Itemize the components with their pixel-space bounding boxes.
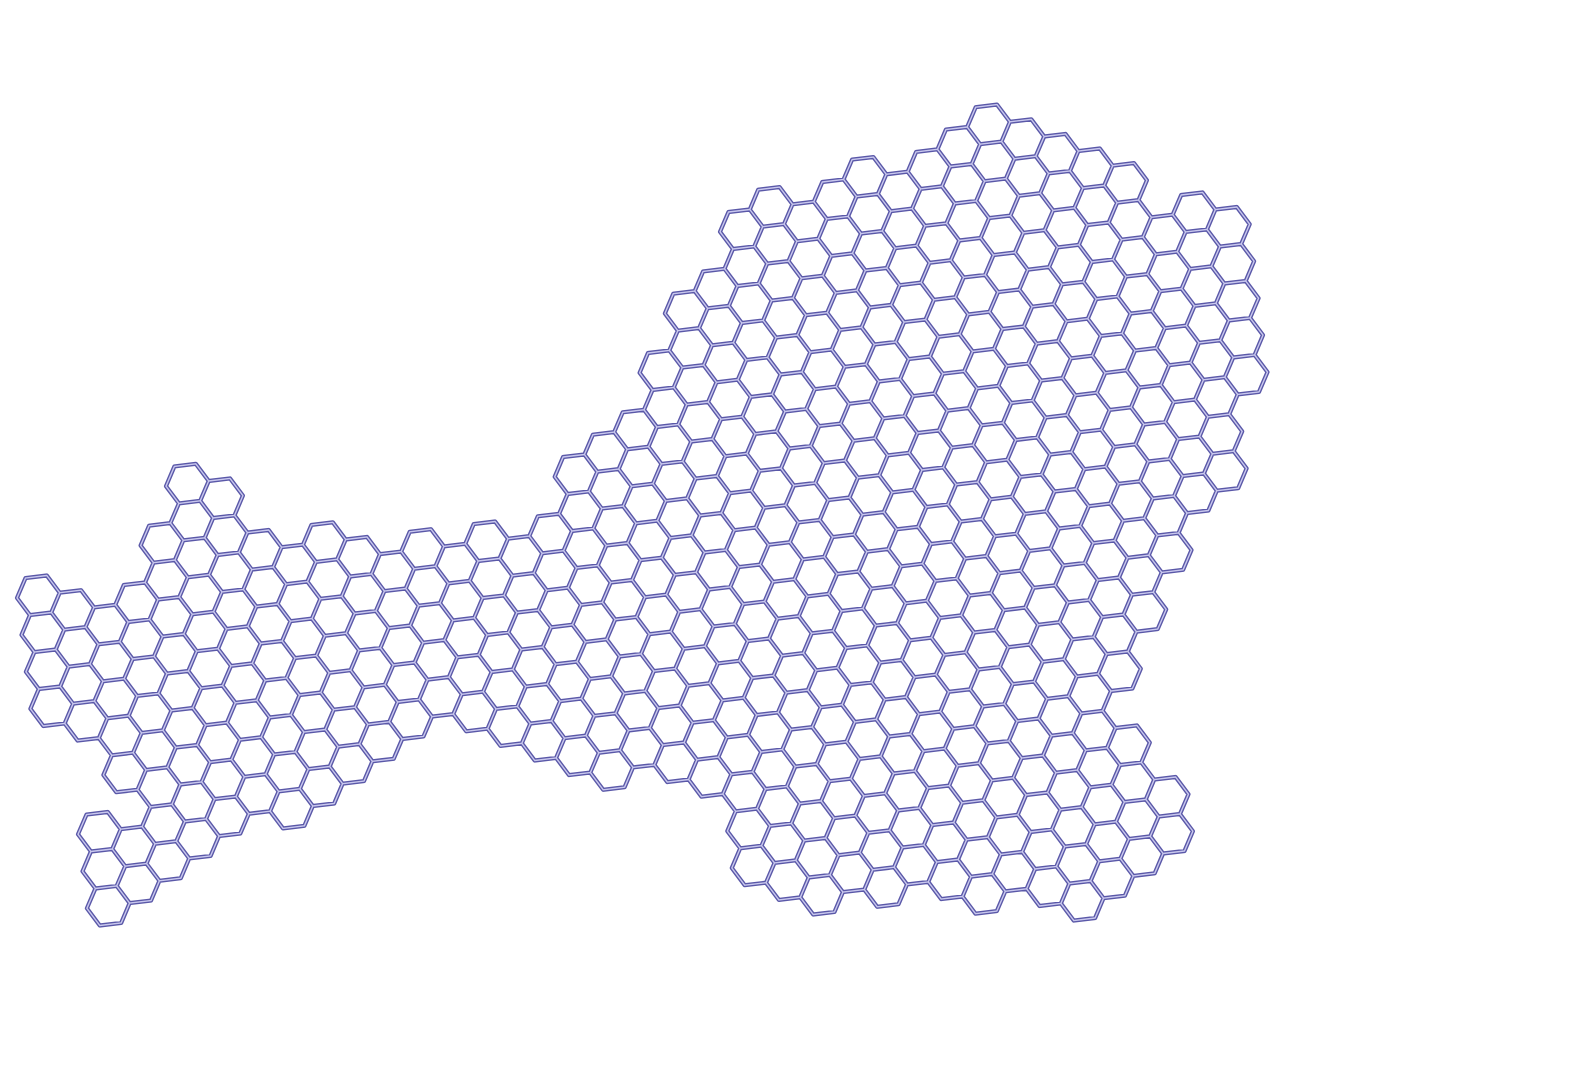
hexagon-mesh-highlight — [16, 103, 1269, 927]
hexagon-lattice — [14, 102, 1270, 928]
